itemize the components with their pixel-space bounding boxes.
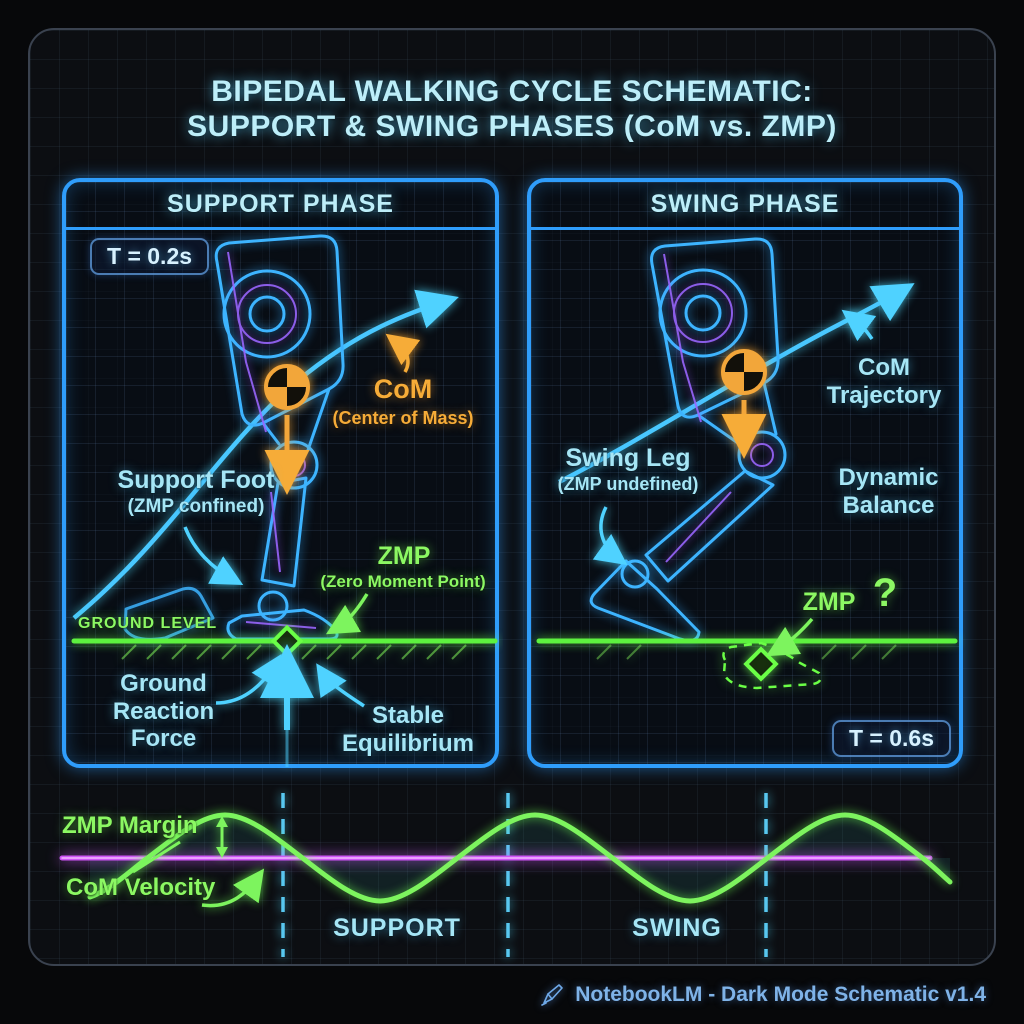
support-foot-sub-label: (ZMP confined) — [127, 496, 265, 517]
zmp-label: ZMP — [802, 588, 856, 616]
zmp-diamond-marker — [270, 624, 304, 658]
ground-hatching — [596, 644, 897, 660]
cyan-annotation-arrows — [592, 309, 877, 566]
com-sub-label: (Center of Mass) — [332, 408, 474, 428]
com-label: CoM — [373, 374, 433, 404]
zmp-sub-label: (Zero Moment Point) — [320, 572, 486, 591]
support-leg-inner-accents — [227, 251, 317, 629]
com-trajectory-label: CoM Trajectory — [826, 354, 942, 409]
phase-label-swing: SWING — [632, 914, 722, 942]
com-velocity-label: CoM Velocity — [66, 874, 216, 901]
zmp-pointer-arrow — [765, 617, 814, 657]
title-line-2: SUPPORT & SWING PHASES (CoM vs. ZMP) — [187, 110, 837, 144]
footer-watermark: NotebookLM - Dark Mode Schematic v1.4 — [539, 982, 986, 1008]
support-phase-title: SUPPORT PHASE — [167, 190, 394, 218]
dynamic-balance-label: Dynamic Balance — [838, 464, 939, 519]
com-trajectory-pointer-arrow — [841, 309, 877, 342]
support-phase-panel: SUPPORT PHASE T = 0.2s CoM (Center of Ma… — [62, 178, 499, 768]
swing-leg-inner-accents — [663, 253, 774, 563]
stable-equilibrium-label: Stable Equilibrium — [342, 702, 474, 757]
swing-leg-pointer-arrow — [592, 506, 628, 566]
swing-phase-title: SWING PHASE — [650, 190, 840, 218]
swing-leg-label: Swing Leg — [565, 444, 691, 472]
ground-reaction-force-label: Ground Reaction Force — [112, 670, 215, 753]
title-line-1: BIPEDAL WALKING CYCLE SCHEMATIC: — [211, 75, 813, 108]
stable-equilibrium-pointer-arrow — [316, 663, 365, 708]
zmp-margin-label: ZMP Margin — [62, 812, 198, 839]
ground-level-label: GROUND LEVEL — [78, 615, 218, 632]
swing-leg-drawing — [589, 237, 787, 642]
ghost-foot-outline — [722, 641, 822, 690]
phase-label-support: SUPPORT — [333, 914, 461, 942]
ground-line — [536, 617, 958, 690]
swing-leg-sub-label: (ZMP undefined) — [557, 474, 699, 494]
support-foot-label: Support Foot — [117, 466, 275, 494]
zmp-diamond-marker — [743, 646, 779, 682]
support-foot-arrow — [183, 526, 244, 586]
zmp-pointer-arrow — [325, 593, 369, 635]
page-title: BIPEDAL WALKING CYCLE SCHEMATIC: SUPPORT… — [0, 74, 1024, 145]
swing-phase-panel: SWING PHASE CoM Trajectory Swing Leg (ZM… — [527, 178, 963, 768]
time-badge-swing: T = 0.6s — [831, 720, 951, 757]
com-marker — [721, 349, 767, 459]
footer-text: NotebookLM - Dark Mode Schematic v1.4 — [575, 983, 986, 1006]
com-pointer-arrow — [385, 333, 421, 373]
ground-hatching — [121, 644, 467, 660]
swing-phase-header: SWING PHASE — [531, 182, 959, 230]
zmp-label: ZMP — [377, 542, 431, 570]
time-badge-support: T = 0.2s — [90, 238, 210, 275]
support-phase-header: SUPPORT PHASE — [66, 182, 495, 230]
zmp-question-mark: ? — [872, 571, 898, 615]
quill-pen-icon — [541, 984, 564, 1006]
